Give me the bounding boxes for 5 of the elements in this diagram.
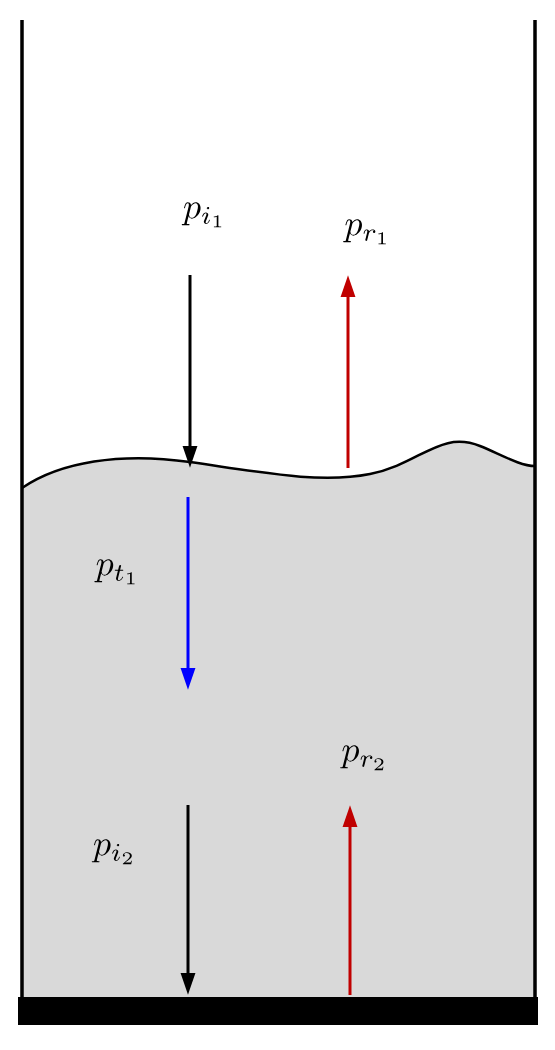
symbol-label: $p_{t_1}$: [94, 559, 135, 585]
symbol-label: $p_{r_1}$: [343, 219, 386, 245]
symbol-label: $p_{i_2}$: [91, 839, 132, 865]
symbol-label: $p_{i_1}$: [181, 202, 222, 228]
symbol-label: $p_{r_2}$: [340, 745, 384, 771]
